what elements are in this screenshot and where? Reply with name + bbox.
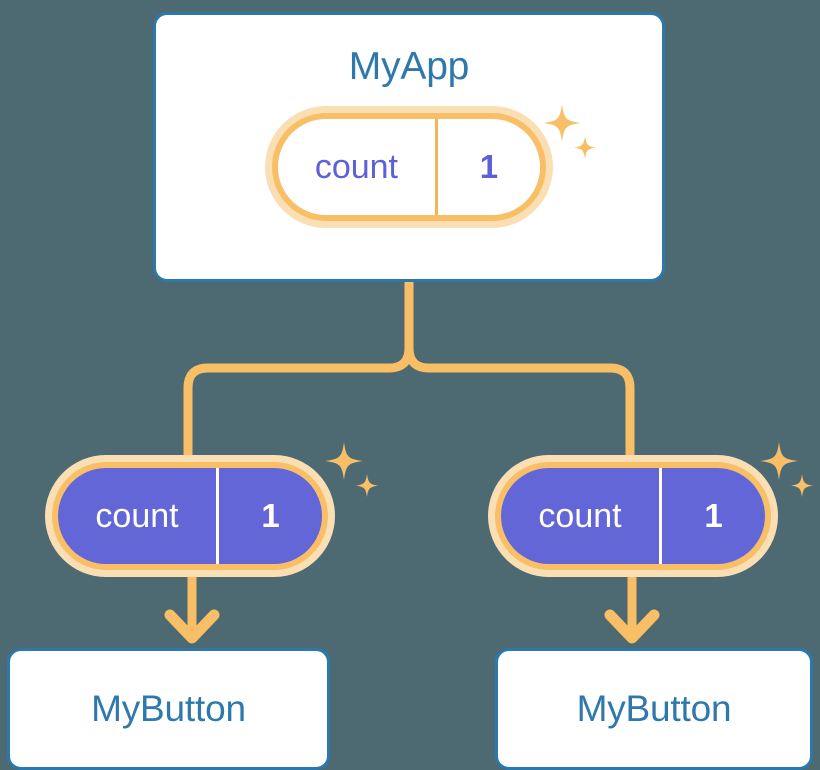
pill-inner: count 1: [58, 468, 322, 564]
pill-ring: [272, 113, 546, 221]
mybutton-label: MyButton: [91, 688, 246, 729]
state-key-label: count: [58, 468, 220, 564]
arrow-down-icon-right: [604, 572, 660, 644]
state-propagation-connector: [183, 282, 635, 475]
state-value-label: 1: [479, 148, 499, 185]
mybutton-label: MyButton: [576, 688, 732, 729]
state-key-label: count: [501, 468, 663, 564]
pill-inner: count 1: [501, 468, 765, 564]
state-key-label: count: [278, 119, 438, 215]
state-pill-left[interactable]: count 1: [45, 455, 335, 577]
pill-inner: count 1: [278, 119, 540, 215]
state-pill-root[interactable]: count 1: [265, 106, 553, 228]
arrow-down-icon-left: [164, 572, 220, 644]
connector-right-branch: [404, 343, 635, 475]
mybutton-card-left[interactable]: MyButton: [7, 648, 330, 770]
mybutton-card-right[interactable]: MyButton: [495, 648, 813, 770]
state-pill-right[interactable]: count 1: [488, 455, 778, 577]
connector-left-branch: [183, 343, 414, 475]
state-value-label: 1: [704, 497, 723, 534]
state-value-label: 1: [261, 497, 280, 534]
page-title: MyApp: [348, 45, 470, 88]
